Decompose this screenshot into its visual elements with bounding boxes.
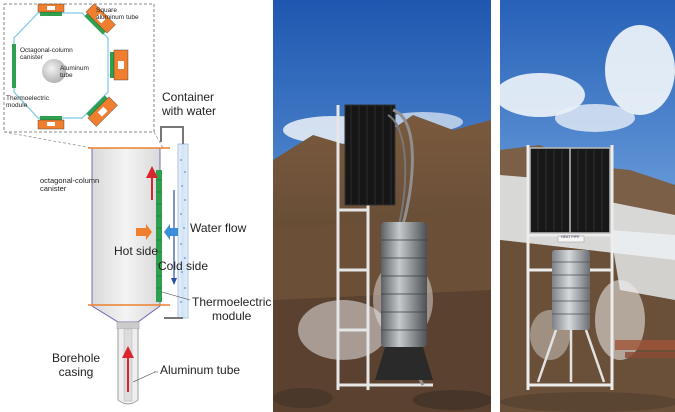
water-container: [160, 126, 189, 319]
water-flow-head: [171, 278, 177, 285]
right-photo: [500, 0, 675, 412]
canister-neck: [116, 321, 140, 330]
label-water-flow: Water flow: [190, 221, 247, 235]
label-thermoelectric-module: Thermoelectric module: [192, 295, 272, 323]
inset-left-strip: [12, 44, 16, 88]
inset-module-bottom: [37, 116, 65, 130]
inset-module-topright: [84, 3, 116, 35]
hot-arrow: [136, 224, 152, 240]
canister-body: [91, 147, 161, 323]
label-container-with-water: Container with water: [162, 90, 217, 118]
inset-label-square-tube: Square aluminum tube: [96, 7, 139, 21]
thermoelectric-strip: [156, 170, 162, 302]
inset-module-top: [37, 3, 65, 16]
right-photo-logo-text: HEAT PIPE: [561, 235, 580, 239]
left-photo-radiator: [344, 104, 396, 206]
label-hot-side: Hot side: [114, 244, 159, 258]
inset-label-aluminum-tube: Aluminum tube: [60, 65, 89, 79]
left-photo-canister: [381, 222, 427, 347]
main-canister: [88, 147, 170, 323]
inset-label-thermo: Thermoelectric module: [6, 95, 49, 109]
borehole-casing-graphic: [117, 328, 139, 405]
leader-al-tube: [132, 371, 156, 383]
connector-left: [3, 131, 93, 149]
label-aluminum-tube: Aluminum tube: [160, 363, 241, 377]
inset-frame: [3, 3, 155, 133]
module-ticks: [156, 179, 162, 289]
inset-module-bottomright: [86, 95, 118, 127]
inset-label-canister: Octagonal-column canister: [20, 47, 73, 61]
label-cold-side: Cold side: [158, 259, 209, 273]
label-borehole-casing: Borehole casing: [52, 351, 101, 379]
inset-aluminum-tube: [42, 59, 66, 83]
label-octagonal-canister: octagonal-column canister: [40, 176, 100, 193]
inset-module-right: [110, 49, 129, 81]
leader-thermo: [161, 291, 191, 301]
cold-arrow: [164, 224, 178, 240]
right-photo-logo-plate: [557, 235, 585, 243]
inlet-pipe: [160, 126, 184, 144]
connector-right: [153, 131, 164, 149]
right-photo-canister: [552, 250, 590, 330]
inset-cross-section: [3, 3, 155, 133]
left-photo: [273, 0, 491, 412]
